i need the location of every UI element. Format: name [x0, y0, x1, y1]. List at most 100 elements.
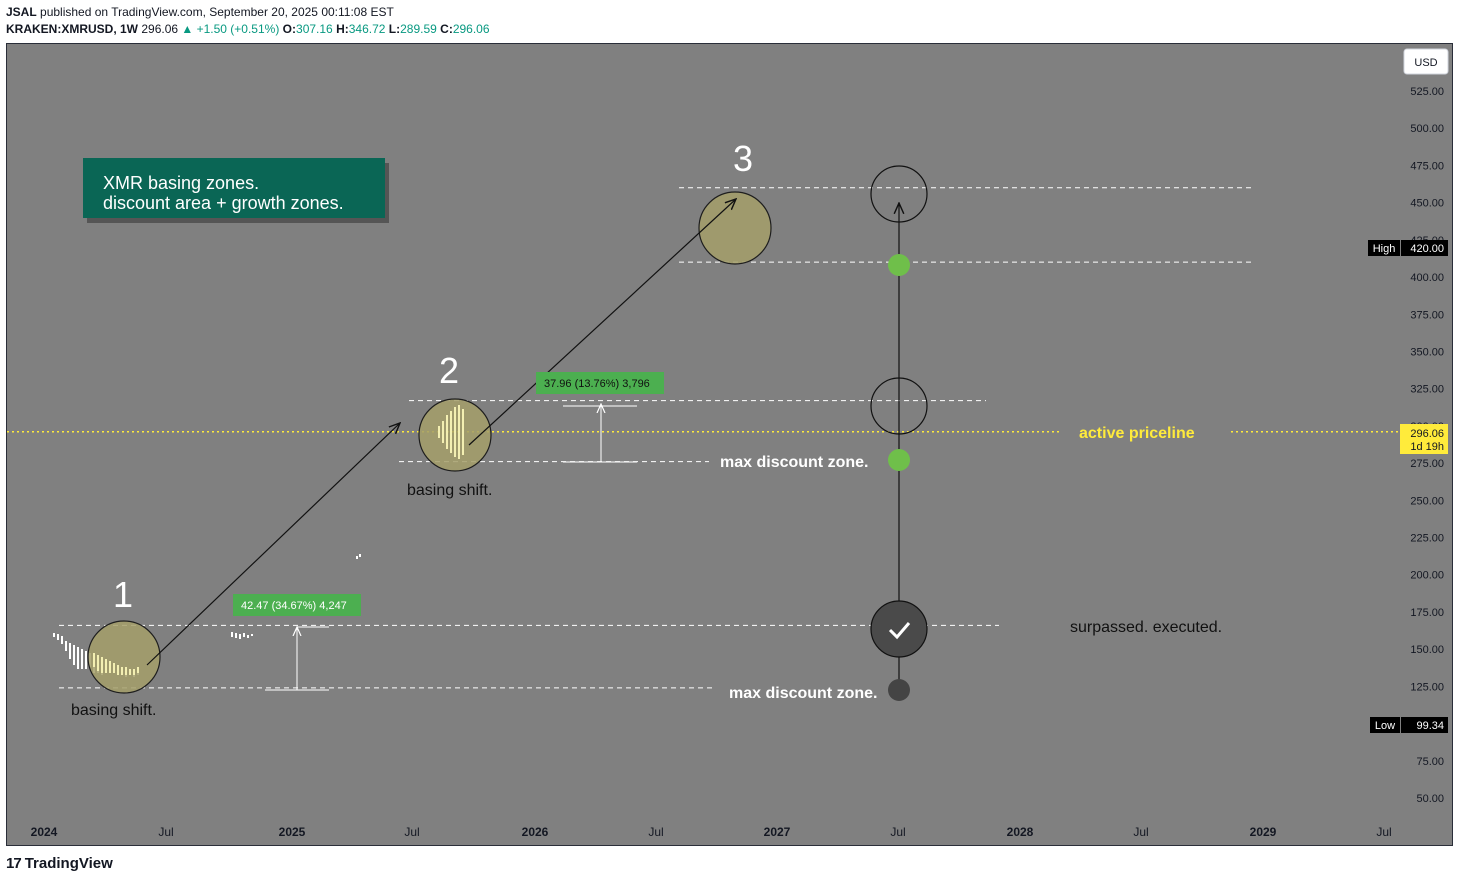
time-axis-tick: 2028	[1007, 825, 1034, 839]
basing-shift-label-2: basing shift.	[407, 482, 492, 499]
zone3-number: 3	[733, 138, 753, 179]
zone1-inner-candle	[125, 667, 127, 675]
title-box-line1: XMR basing zones.	[103, 173, 259, 193]
zone1-circle[interactable]	[87, 620, 161, 694]
green-dot-mid	[888, 449, 910, 471]
chart-frame[interactable]: active priceline 42.47 (34.67%) 4,247 37.9…	[6, 43, 1453, 846]
mid-candle	[235, 633, 237, 638]
low-value-bg	[1401, 717, 1448, 733]
measure-label-2: 37.96 (13.76%) 3,796	[544, 378, 650, 390]
growth-arrow-1	[146, 423, 400, 666]
high-tag-label: High	[1373, 243, 1396, 255]
time-axis-tick: Jul	[648, 825, 663, 839]
measure-label-1: 42.47 (34.67%) 4,247	[241, 600, 347, 612]
high-value-label: 420.00	[1410, 243, 1444, 255]
zone1-inner-candle	[137, 667, 139, 673]
price-axis-tick: 500.00	[1410, 123, 1444, 135]
time-axis-tick: Jul	[1133, 825, 1148, 839]
high-tag-bg	[1368, 240, 1400, 256]
zone1-number: 1	[113, 574, 133, 615]
zone1-inner-candle	[93, 653, 95, 667]
price-axis-tick: 250.00	[1410, 495, 1444, 507]
zone1-inner-candle	[113, 663, 115, 673]
time-axis-tick: Jul	[404, 825, 419, 839]
dark-dot-low	[888, 679, 910, 701]
time-axis-tick: 2026	[522, 825, 549, 839]
current-price-tag	[1400, 424, 1448, 454]
price-change: ▲ +1.50 (+0.51%)	[181, 22, 280, 36]
zone1-inner-candle	[105, 659, 107, 673]
zone2-inner-candle	[462, 409, 464, 455]
title-box[interactable]	[83, 158, 385, 218]
bar-countdown: 1d 19h	[1410, 441, 1444, 453]
price-axis-tick: 175.00	[1410, 607, 1444, 619]
tiny-candle	[359, 554, 361, 557]
zone2-number: 2	[439, 350, 459, 391]
currency-label: USD	[1414, 57, 1437, 69]
zone2-inner-candle	[454, 407, 456, 457]
zone1-candle	[85, 651, 87, 669]
surpassed-label: surpassed. executed.	[1070, 619, 1222, 636]
zone2-inner-candle	[438, 426, 440, 438]
price-axis-tick: 50.00	[1416, 793, 1444, 805]
price-axis-tick: 375.00	[1410, 309, 1444, 321]
zone1-candle	[65, 641, 67, 651]
zone3-circle[interactable]	[698, 191, 772, 265]
zone2-inner-candle	[446, 415, 448, 449]
time-axis-tick: 2025	[279, 825, 306, 839]
max-discount-label-1: max discount zone.	[729, 685, 877, 702]
time-axis-tick: 2029	[1250, 825, 1277, 839]
brand-name: TradingView	[24, 855, 113, 872]
publisher-line: JSAL published on TradingView.com, Septe…	[6, 5, 394, 19]
zone2-inner-candle	[458, 405, 460, 459]
publisher-user[interactable]: JSAL	[6, 5, 37, 19]
zone1-candle	[73, 645, 75, 665]
zone1-candle	[61, 636, 63, 644]
symbol-name[interactable]: KRAKEN:XMRUSD, 1W	[6, 22, 138, 36]
zone1-inner-candle	[97, 655, 99, 671]
time-axis-tick: 2024	[31, 825, 58, 839]
price-axis-tick: 450.00	[1410, 198, 1444, 210]
price-axis-tick: 75.00	[1416, 756, 1444, 768]
last-price: 296.06	[141, 22, 179, 36]
high-label: H:	[336, 22, 349, 36]
zone1-candle	[69, 643, 71, 659]
zone2-inner-candle	[450, 411, 452, 453]
price-axis-tick: 200.00	[1410, 570, 1444, 582]
low-tag-bg	[1370, 717, 1400, 733]
price-axis-tick: 275.00	[1410, 458, 1444, 470]
active-priceline-label: active priceline	[1079, 425, 1195, 442]
target-circle-mid[interactable]	[870, 377, 928, 435]
price-axis-tick: 350.00	[1410, 346, 1444, 358]
currency-box[interactable]	[1403, 48, 1449, 75]
mid-candle	[239, 634, 241, 639]
price-axis-tick: 150.00	[1410, 644, 1444, 656]
mid-candle	[247, 635, 249, 638]
high-value-bg	[1401, 240, 1448, 256]
publisher-text: published on TradingView.com, September …	[36, 5, 394, 19]
zone1-inner-candle	[101, 657, 103, 673]
low-value-label: 99.34	[1416, 720, 1444, 732]
zone1-inner-candle	[129, 669, 131, 675]
current-price-value: 296.06	[1410, 428, 1444, 440]
chart-canvas[interactable]: active priceline 42.47 (34.67%) 4,247 37.9…	[7, 44, 1453, 846]
close-value: 296.06	[452, 22, 490, 36]
zone1-candle	[57, 634, 59, 640]
zone1-inner-candle	[109, 661, 111, 673]
max-discount-label-2: max discount zone.	[720, 454, 868, 471]
footer-brand[interactable]: 17 TradingView	[6, 855, 113, 872]
time-axis-tick: Jul	[890, 825, 905, 839]
executed-circle[interactable]	[870, 600, 928, 658]
price-axis-tick: 125.00	[1410, 681, 1444, 693]
target-circle-top[interactable]	[870, 165, 928, 223]
close-label: C:	[440, 22, 453, 36]
low-label: L:	[388, 22, 401, 36]
price-axis-tick: 400.00	[1410, 272, 1444, 284]
low-tag-label: Low	[1375, 720, 1395, 732]
mid-candle	[243, 633, 245, 637]
tiny-candle	[356, 556, 358, 559]
basing-shift-label-1: basing shift.	[71, 702, 156, 719]
high-value: 346.72	[348, 22, 386, 36]
zone1-candle	[53, 633, 55, 637]
zone1-inner-candle	[121, 667, 123, 675]
